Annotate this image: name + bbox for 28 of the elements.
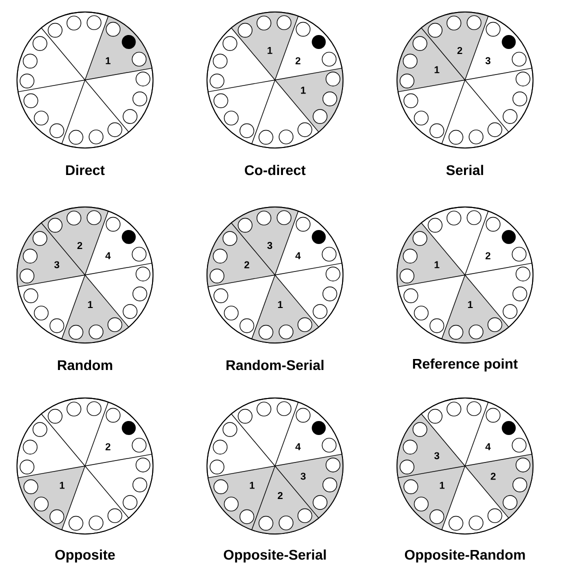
node-label: 1 [434,66,440,74]
node-label: Co-direct [244,164,306,176]
node-label: Opposite [55,549,115,563]
node-label: 3 [300,472,306,480]
node-label: 3 [267,242,272,249]
sector-number: 2 [486,252,490,260]
node-label: 1 [250,482,255,489]
node-label: Random-Serial [226,360,324,370]
node-label: Opposite-Serial [224,549,326,563]
node-label: 2 [244,261,250,268]
node-label: Serial [446,164,484,176]
node-label: Opposite-Random [404,549,525,563]
node-label: 1 [440,482,445,489]
sector-number: 2 [296,57,300,64]
node-label: Direct [66,164,105,176]
sector-number: 3 [485,57,490,64]
node-label: Reference point [413,358,518,372]
node-label: 2 [278,492,283,500]
node-label: Random [58,360,112,370]
node-label: 3 [434,452,440,460]
node-label: 3 [54,261,60,268]
sector-number: 4 [485,443,491,450]
node-label: 2 [77,242,82,249]
sector-number: 4 [295,443,301,450]
node-label: 2 [457,46,462,54]
sector-number: 4 [105,252,111,260]
sector-number: 2 [106,443,110,450]
sector-number: 4 [295,252,301,260]
